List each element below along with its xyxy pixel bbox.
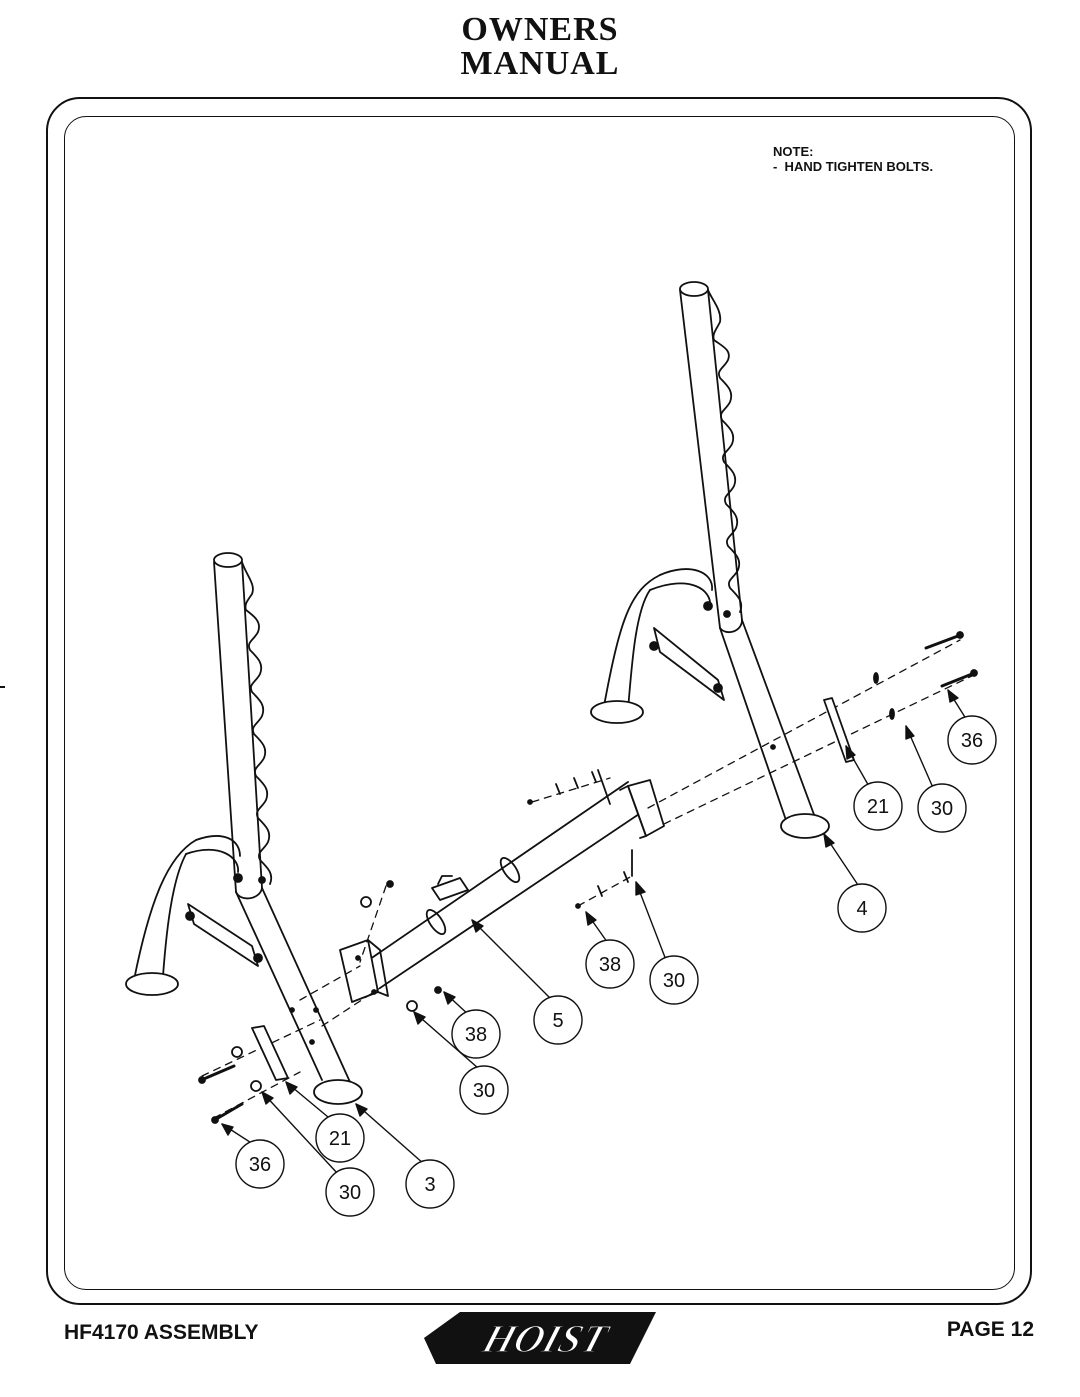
header-title-line2: MANUAL: [460, 45, 620, 82]
hoist-logo: HOIST: [424, 1312, 656, 1364]
callout-label: 38: [465, 1024, 487, 1046]
callout-label: 5: [552, 1010, 563, 1032]
callout-label: 30: [663, 970, 685, 992]
callout-label: 4: [856, 898, 867, 920]
hardware-parts: [198, 631, 978, 1124]
callout-label: 38: [599, 954, 621, 976]
page-number: PAGE 12: [946, 1318, 1034, 1341]
callout-label: 21: [867, 796, 889, 818]
assembly-note: NOTE: - HAND TIGHTEN BOLTS.: [773, 144, 933, 174]
note-text: - HAND TIGHTEN BOLTS.: [773, 159, 934, 174]
callout-label: 36: [249, 1154, 271, 1176]
callout-label: 3: [424, 1174, 435, 1196]
note-title: NOTE:: [773, 144, 814, 159]
left-upright-frame: [125, 552, 363, 1105]
diagram-frame-inner: [64, 116, 1015, 1290]
callout-label: 36: [961, 730, 983, 752]
cross-tube: [339, 779, 665, 1003]
header-title-line1: OWNERS: [461, 11, 619, 48]
right-upright-frame: [590, 281, 830, 839]
callout-bubbles: 36 21 30 4 38 30 5 38 30 21 36 30 3: [235, 715, 997, 1217]
svg-text:HOIST: HOIST: [476, 1316, 616, 1361]
leader-lines: [221, 689, 969, 1175]
assembly-guide-lines: [201, 639, 977, 1119]
callout-label: 30: [473, 1080, 495, 1102]
callout-label: 30: [931, 798, 953, 820]
callout-label: 21: [329, 1128, 351, 1150]
callout-label: 30: [339, 1182, 361, 1204]
margin-mark: [0, 686, 5, 688]
assembly-label: HF4170 ASSEMBLY: [64, 1321, 259, 1344]
diagram-frame-outer: [46, 97, 1032, 1305]
